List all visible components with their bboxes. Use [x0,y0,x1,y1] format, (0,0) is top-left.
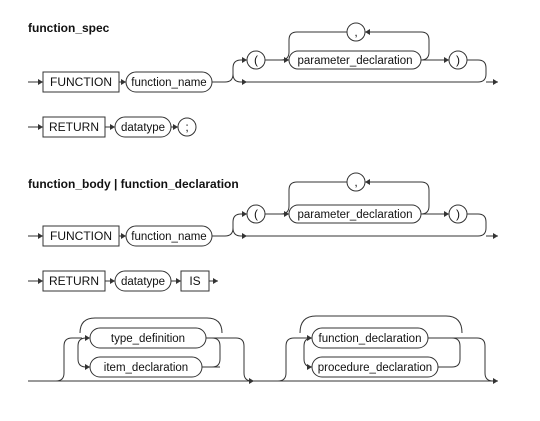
spec-semicolon-box [177,117,197,137]
spec-close-paren: ) [456,53,460,67]
type-definition: type_definition [111,333,185,345]
item-declaration: item_declaration [104,362,188,374]
procedure-declaration: procedure_declaration [318,362,432,374]
body-parameter-declaration: parameter_declaration [297,209,412,221]
body-is-keyword: IS [189,274,200,288]
spec-function-name: function_name [131,77,206,89]
spec-datatype: datatype [121,122,165,134]
spec-function-keyword: FUNCTION [50,75,112,89]
title-function-body: function_body | function_declaration [28,177,239,191]
spec-parameter-declaration: parameter_declaration [297,55,412,67]
function-declaration: function_declaration [319,333,422,345]
title-function-spec: function_spec [28,21,110,35]
spec-row-return: RETURN datatype ; [28,116,197,138]
body-datatype: datatype [121,276,165,288]
spec-row-function: FUNCTION function_name ( parameter_decla… [28,22,498,93]
body-function-keyword: FUNCTION [50,229,112,243]
body-function-name: function_name [131,231,206,243]
spec-open-paren: ( [254,53,258,67]
body-row-declarations: type_definition item_declaration functio… [28,315,498,384]
spec-comma-box [346,22,366,42]
body-open-paren: ( [254,207,258,221]
body-return-keyword: RETURN [49,274,99,288]
spec-comma: , [354,25,357,39]
body-close-paren: ) [456,207,460,221]
body-row-function: FUNCTION function_name ( parameter_decla… [28,172,498,247]
spec-semicolon: ; [185,120,188,134]
spec-return-keyword: RETURN [49,120,99,134]
body-comma: , [354,175,357,189]
body-comma-box [346,172,366,192]
body-row-return: RETURN datatype IS [28,270,218,292]
